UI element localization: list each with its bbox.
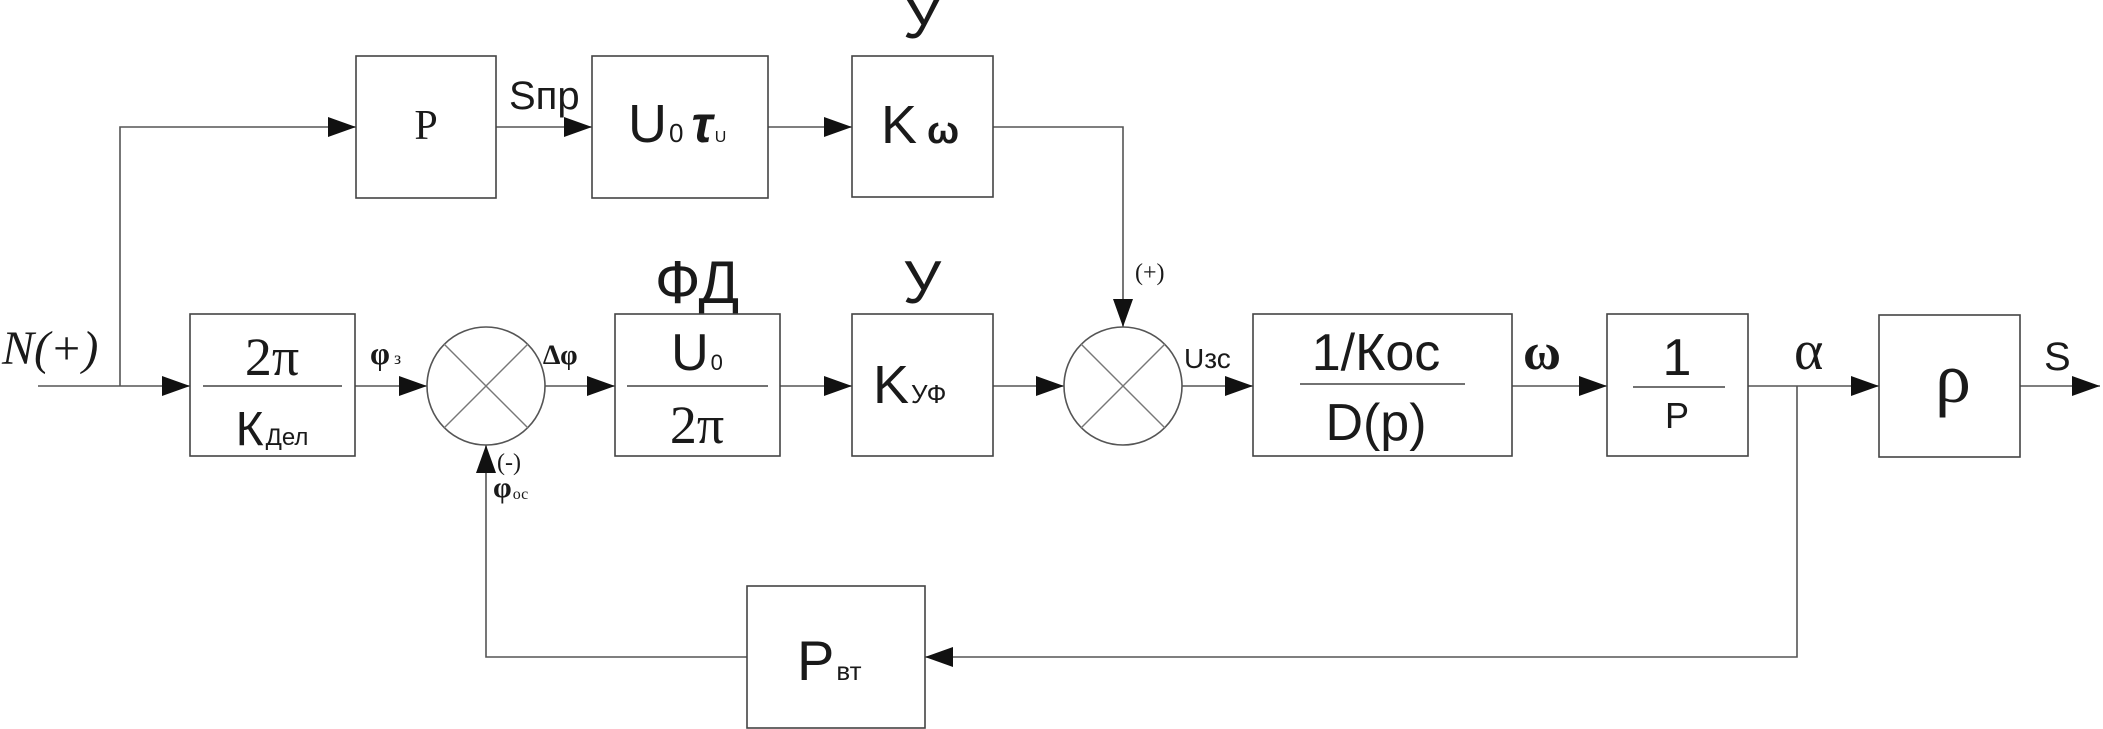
block-divider: 2π КДел [189, 313, 356, 457]
block-integrator-numerator: 1 [1663, 329, 1692, 387]
block-p-label: P [414, 103, 437, 149]
block-phase-detector-denominator: 2π [670, 395, 724, 455]
block-p-vt: Pвт [746, 585, 926, 729]
arrowhead [564, 117, 592, 137]
block-integrator-denominator: P [1665, 395, 1689, 436]
block-motor: 1/Кос D(p) [1252, 313, 1513, 457]
input-label: N(+) [1, 322, 98, 375]
arrowhead [399, 376, 427, 396]
block-rho: ρ [1878, 314, 2021, 458]
signal-minus-sign: (-) [497, 450, 521, 476]
block-divider-denominator: КДел [236, 403, 309, 456]
arrowhead [587, 376, 615, 396]
block-divider-numerator: 2π [245, 327, 299, 387]
block-p-vt-label: Pвт [797, 629, 862, 692]
feedforward-branch-wire [119, 126, 356, 386]
arrowhead [1113, 299, 1133, 327]
arrowhead [824, 117, 852, 137]
arrowhead [824, 376, 852, 396]
signal-wires [38, 126, 2100, 658]
feedback-wire-to-pvt [925, 386, 1798, 658]
arrowhead [1579, 376, 1607, 396]
block-k-omega-header: У [903, 0, 942, 51]
block-phase-detector-numerator: U0 [671, 324, 723, 382]
arrowhead [2072, 376, 2100, 396]
feedback-wire-pvt-to-summer1 [485, 445, 747, 658]
arrowhead [925, 647, 953, 667]
signal-phi-os: φос [493, 471, 528, 504]
arrowhead [328, 117, 356, 137]
arrowhead [1036, 376, 1064, 396]
block-k-uf-header: У [903, 249, 942, 316]
arrowheads [162, 117, 2100, 667]
block-integrator: 1 P [1606, 313, 1749, 457]
block-motor-numerator: 1/Кос [1312, 324, 1441, 382]
summing-junction-2 [1063, 326, 1183, 446]
arrowhead [476, 445, 496, 473]
arrowhead [1225, 376, 1253, 396]
block-k-uf: У KУФ [851, 249, 994, 457]
block-phase-detector-header: ФД [655, 249, 739, 316]
signal-plus-sign: (+) [1135, 260, 1165, 286]
output-label: S [2044, 335, 2071, 379]
signal-delta-phi: ∆φ [543, 340, 578, 371]
block-p: P [355, 55, 497, 199]
signal-alpha: α [1794, 320, 1823, 382]
summing-junction-1 [426, 326, 546, 446]
wire-komega-to-summer2 [993, 126, 1124, 327]
block-k-uf-label: KУФ [873, 355, 946, 415]
signal-u-zs: Uзс [1184, 343, 1231, 374]
block-phase-detector: ФД U0 2π [614, 249, 781, 457]
arrowhead [162, 376, 190, 396]
signal-omega: ω [1523, 324, 1561, 381]
arrowhead [1851, 376, 1879, 396]
block-rho-label: ρ [1935, 338, 1971, 418]
signal-s-pr: Sпр [509, 74, 580, 118]
block-motor-denominator: D(p) [1325, 394, 1426, 452]
